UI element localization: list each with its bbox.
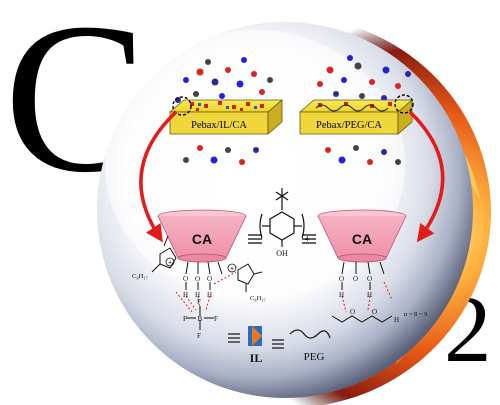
hydrogen-label: H [339,291,344,299]
equivalence-sign [248,234,262,244]
peg-repeat-range: n = 8 ~ 9 [404,311,427,318]
calixarene-structure [259,188,305,247]
equivalence-sign-il [228,333,240,343]
zoom-circle-left [172,96,192,116]
oxygen-label: O [195,275,200,283]
right-h-bonds [341,281,393,313]
calixarene-repeat-label: 4 [305,235,309,243]
calixarene-oh-label: OH [276,249,288,258]
bf4-anion [186,306,214,330]
fluorine-label: F [197,298,201,306]
fluorine-label: F [197,332,201,340]
oxygen-label: O [353,275,358,283]
hydrogen-label: H [183,291,188,299]
arrow-left [139,110,178,243]
left-hydroxyl-groups [185,261,223,290]
membrane-left: Pebax/IL/CA [168,96,284,135]
il-icon [248,326,262,346]
hydrogen-label: H [195,291,200,299]
oxygen-label: O [372,308,377,316]
imidazolium-cation-left [151,235,177,273]
oxygen-label: O [339,275,344,283]
ca-label-right: CA [352,231,372,247]
ca-cone-right: CA [317,209,407,263]
hydrogen-label: H [367,291,372,299]
ca-label-left: CA [192,231,212,247]
oxygen-label: O [367,275,372,283]
cation-charge: + [168,260,172,267]
gas-cloud-right-top [317,55,411,101]
octyl-chain-label: C₈H₁₇ [132,273,148,280]
hydrogen-label: H [207,291,212,299]
membrane-left-label: Pebax/IL/CA [191,120,247,131]
equivalence-sign-peg [272,339,284,349]
oxygen-label: O [207,275,212,283]
fluorine-label: F [214,315,218,323]
imidazolium-cation-right [237,263,263,292]
right-hydroxyl-groups [341,261,385,290]
gas-cloud-left-bottom [183,145,259,165]
zoom-circle-right [394,94,414,114]
membrane-right: Pebax/PEG/CA [298,94,414,135]
peg-label: PEG [304,351,325,363]
cation-charge-circle [165,257,175,267]
fluorine-label: F [183,315,187,323]
boron-label: B [198,315,203,323]
octyl-chain-label: C₈H₁₇ [250,295,266,302]
gas-cloud-right-bottom [325,145,401,165]
oxygen-label: O [350,308,355,316]
ca-cone-left: CA [157,209,247,263]
peg-chain-structure [331,315,393,323]
il-label: IL [250,351,263,365]
hydrogen-label: H [394,316,399,324]
left-h-bonds [175,271,237,313]
cation-charge: + [230,266,234,273]
membrane-right-label: Pebax/PEG/CA [316,120,382,131]
gas-cloud-left-top [175,57,273,103]
oxygen-label: O [183,275,188,283]
cation-charge-circle [227,263,237,273]
arrow-right [408,110,445,243]
equivalence-sign [302,234,316,244]
peg-icon [289,329,331,339]
